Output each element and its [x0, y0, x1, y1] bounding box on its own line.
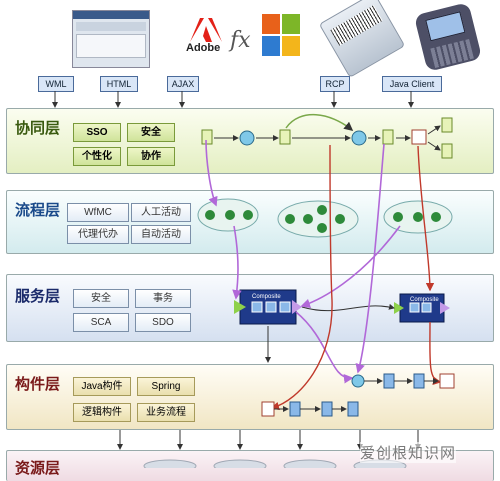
service-layer-title: 服务层	[15, 287, 61, 305]
chip-security: 安全	[127, 123, 175, 142]
component-layer-title: 构件层	[15, 375, 61, 393]
client-tag-wml: WML	[38, 76, 74, 92]
flex-logo: fx	[230, 28, 251, 53]
client-tag-java-client: Java Client	[382, 76, 442, 92]
collab-layer-title: 协同层	[15, 119, 61, 137]
adobe-logo: Adobe	[186, 18, 226, 54]
collab-flow	[214, 125, 441, 151]
chip-transaction: 事务	[135, 289, 191, 308]
chip-auto-activity: 自动活动	[131, 225, 191, 244]
chip-spring: Spring	[137, 377, 195, 396]
process-layer-title: 流程层	[15, 201, 61, 219]
process-flows	[197, 198, 453, 238]
chip-collaboration: 协作	[127, 147, 175, 166]
chip-java-component: Java构件	[73, 377, 131, 396]
component-nodes	[261, 373, 455, 417]
chip-sdo: SDO	[135, 313, 191, 332]
collab-nodes	[201, 117, 453, 159]
chip-personalization: 个性化	[73, 147, 121, 166]
office-logo	[262, 14, 302, 60]
chip-delegation: 代理代办	[67, 225, 129, 244]
chip-wfmc: WfMC	[67, 203, 129, 222]
chip-sca: SCA	[73, 313, 129, 332]
web-browser-screenshot-icon	[72, 10, 150, 68]
composite-boxes	[234, 289, 450, 325]
chip-service-security: 安全	[73, 289, 129, 308]
chip-manual-activity: 人工活动	[131, 203, 191, 222]
svg-text:Composite: Composite	[410, 297, 439, 303]
chip-business-process: 业务流程	[137, 403, 195, 422]
chip-sso: SSO	[73, 123, 121, 142]
adobe-logo-text: Adobe	[186, 42, 221, 54]
flow-diagram: Composite Composite	[52, 91, 455, 468]
chip-logic-component: 逻辑构件	[73, 403, 131, 422]
service-layer: 服务层 安全 事务 SCA SDO	[6, 274, 494, 342]
component-layer: 构件层 Java构件 Spring 逻辑构件 业务流程	[6, 364, 494, 430]
svg-text:Composite: Composite	[252, 294, 281, 300]
client-tag-html: HTML	[100, 76, 138, 92]
watermark: 爱创根知识网	[360, 442, 457, 463]
client-tag-ajax: AJAX	[167, 76, 199, 92]
client-tag-rcp: RCP	[320, 76, 350, 92]
